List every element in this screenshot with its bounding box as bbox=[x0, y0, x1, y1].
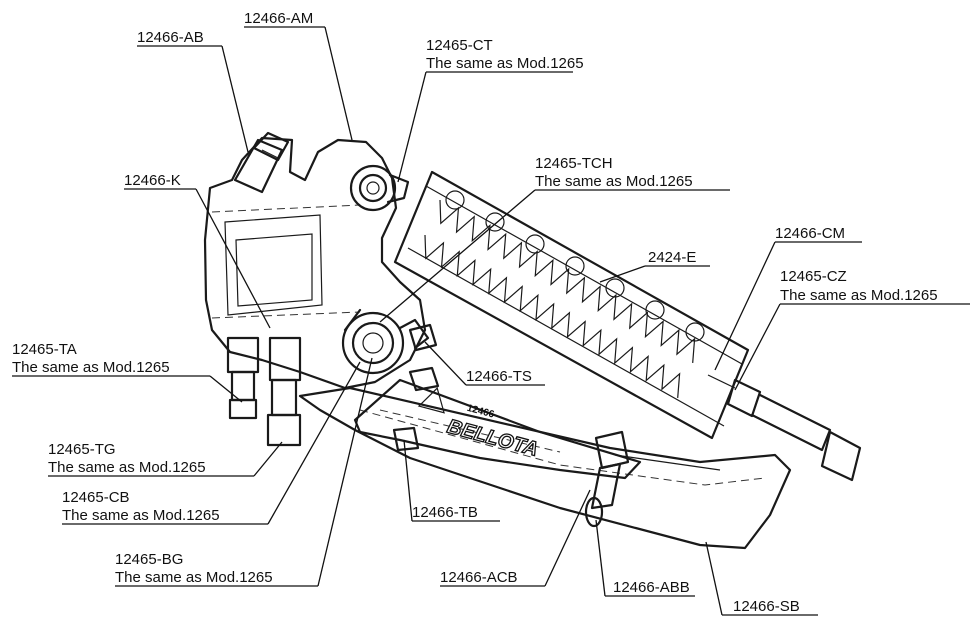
bolt-12466-TS bbox=[408, 323, 438, 352]
label-12466-K: 12466-K bbox=[124, 172, 181, 189]
callouts: 12466-AB 12466-AM 12465-CT The same as M… bbox=[12, 10, 970, 616]
nut-12466-TB bbox=[392, 366, 440, 452]
note-12465-TCH: The same as Mod.1265 bbox=[535, 173, 693, 190]
label-12465-CT: 12465-CT bbox=[426, 37, 493, 54]
label-12466-TS: 12466-TS bbox=[466, 368, 532, 385]
pivot-12465-CT bbox=[349, 164, 410, 212]
nuts-12465-TA-TG bbox=[226, 336, 302, 447]
spring-cylinder-2424-E bbox=[393, 170, 750, 440]
note-12465-CT: The same as Mod.1265 bbox=[426, 55, 584, 72]
note-12465-BG: The same as Mod.1265 bbox=[115, 569, 273, 586]
spring-rod-12465-CZ bbox=[707, 374, 862, 482]
note-12465-TA: The same as Mod.1265 bbox=[12, 359, 170, 376]
label-12465-CB: 12465-CB bbox=[62, 489, 130, 506]
label-12466-AB: 12466-AB bbox=[137, 29, 204, 46]
label-12465-BG: 12465-BG bbox=[115, 551, 183, 568]
label-2424-E: 2424-E bbox=[648, 249, 696, 266]
note-12465-TG: The same as Mod.1265 bbox=[48, 459, 206, 476]
label-12465-TA: 12465-TA bbox=[12, 341, 77, 358]
cutting-head-12466-AM bbox=[203, 136, 427, 390]
label-12465-TG: 12465-TG bbox=[48, 441, 116, 458]
logo-triangle-icon bbox=[417, 387, 445, 414]
blade-arm bbox=[353, 378, 642, 480]
bolt-12466-AB bbox=[233, 131, 290, 194]
label-12465-TCH: 12465-TCH bbox=[535, 155, 613, 172]
pruner-assembly-drawing: BELLOTA 12466 bbox=[203, 131, 862, 550]
label-12465-CZ: 12465-CZ bbox=[780, 268, 847, 285]
label-12466-ACB: 12466-ACB bbox=[440, 569, 518, 586]
label-12466-TB: 12466-TB bbox=[412, 504, 478, 521]
label-12466-SB: 12466-SB bbox=[733, 598, 800, 615]
label-12466-CM: 12466-CM bbox=[775, 225, 845, 242]
label-12466-AM: 12466-AM bbox=[244, 10, 313, 27]
note-12465-CB: The same as Mod.1265 bbox=[62, 507, 220, 524]
note-12465-CZ: The same as Mod.1265 bbox=[780, 287, 938, 304]
pivot-12465-CB bbox=[341, 308, 430, 375]
label-12466-ABB: 12466-ABB bbox=[613, 579, 690, 596]
latch-bolt-12466-ACB bbox=[584, 430, 630, 528]
